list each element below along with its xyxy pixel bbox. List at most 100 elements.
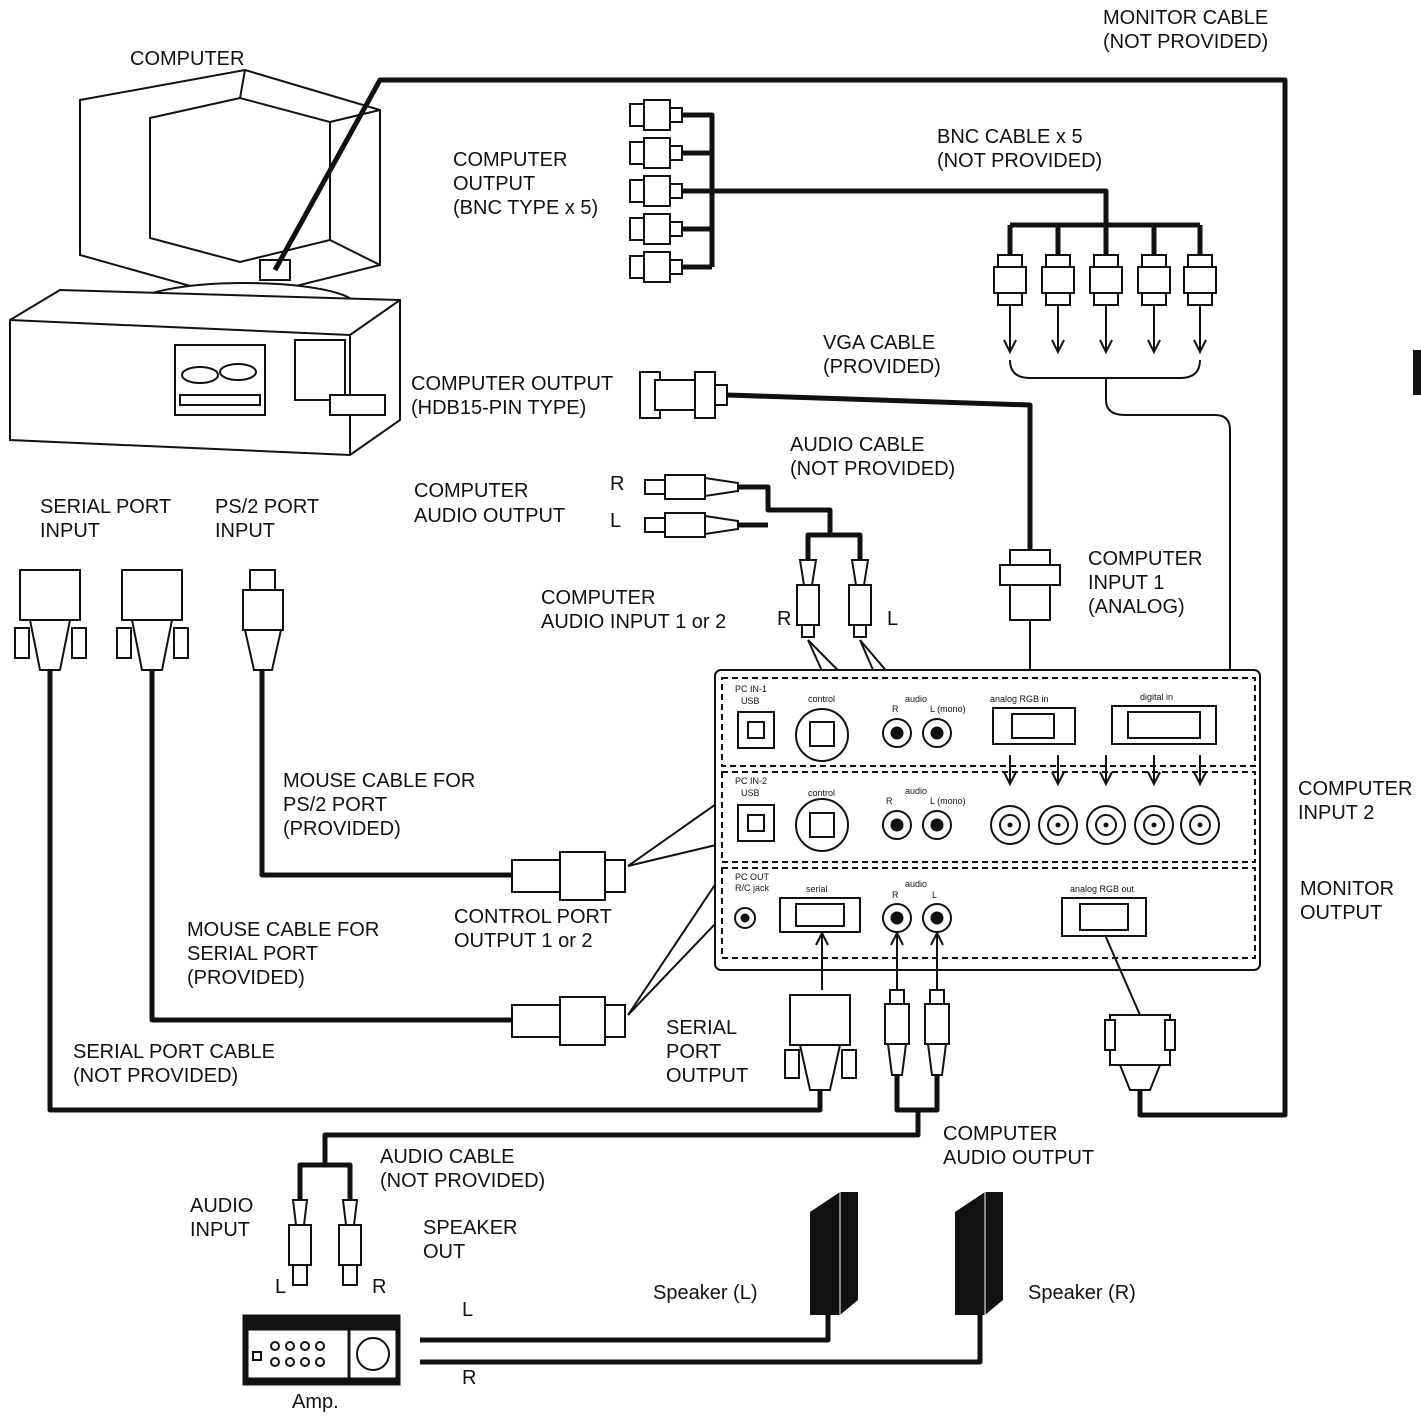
speaker-wire-l bbox=[420, 1305, 831, 1343]
label-mouse-ps2-2: PS/2 PORT bbox=[283, 794, 387, 816]
monitor-cable bbox=[272, 77, 1288, 1118]
label-bnc-cable-note: (NOT PROVIDED) bbox=[937, 150, 1102, 172]
serial-port-input-connector-2 bbox=[116, 569, 189, 671]
serial-port-cable bbox=[47, 670, 823, 1113]
panel-label-l-mono-1: L (mono) bbox=[930, 704, 966, 714]
bnc-output-connectors bbox=[629, 99, 683, 283]
label-l-amp: L bbox=[275, 1276, 286, 1298]
label-speaker-out-2: OUT bbox=[423, 1241, 465, 1263]
label-computer-audio-output-b-2: AUDIO OUTPUT bbox=[943, 1147, 1094, 1169]
label-audio-input: AUDIO bbox=[190, 1195, 253, 1217]
label-l-top: L bbox=[610, 510, 621, 532]
panel-label-usb-2: USB bbox=[741, 788, 760, 798]
bnc-cable bbox=[682, 112, 1203, 270]
label-computer-audio-input: COMPUTER bbox=[541, 587, 655, 609]
label-computer-output-bnc-2: OUTPUT bbox=[453, 173, 535, 195]
panel-label-r-1: R bbox=[892, 704, 899, 714]
label-computer-audio-output-2: AUDIO OUTPUT bbox=[414, 505, 565, 527]
edge-mark bbox=[1413, 350, 1421, 395]
label-serial-port-output: SERIAL bbox=[666, 1017, 737, 1039]
label-l-mid: L bbox=[887, 608, 898, 630]
amp-input-rca-plugs bbox=[288, 1199, 362, 1286]
label-computer-output-bnc: COMPUTER bbox=[453, 149, 567, 171]
panel-label-pc-in-1: PC IN-1 bbox=[735, 684, 767, 694]
mouse-ps2-connector bbox=[511, 851, 626, 901]
computer-illustration bbox=[9, 68, 401, 457]
label-audio-cable-top-note: (NOT PROVIDED) bbox=[790, 458, 955, 480]
label-monitor-output: MONITOR bbox=[1300, 878, 1394, 900]
label-mouse-serial-2: SERIAL PORT bbox=[187, 943, 318, 965]
label-computer-input1: COMPUTER bbox=[1088, 548, 1202, 570]
panel-label-analog-rgb-in: analog RGB in bbox=[990, 694, 1049, 704]
label-speaker-r: Speaker (R) bbox=[1028, 1282, 1136, 1304]
label-computer-audio-output: COMPUTER bbox=[414, 480, 528, 502]
serial-output-connector bbox=[784, 994, 857, 1091]
label-vga-cable-note: (PROVIDED) bbox=[823, 356, 941, 378]
label-r-mid: R bbox=[777, 608, 791, 630]
label-serial-port-input: SERIAL PORT bbox=[40, 496, 171, 518]
label-audio-input-2: INPUT bbox=[190, 1219, 250, 1241]
label-computer-output-hdb: COMPUTER OUTPUT bbox=[411, 373, 613, 395]
mouse-cable-ps2 bbox=[259, 670, 515, 878]
vga-cable bbox=[726, 392, 1033, 550]
label-monitor-cable-note: (NOT PROVIDED) bbox=[1103, 31, 1268, 53]
label-bnc-cable: BNC CABLE x 5 bbox=[937, 126, 1083, 148]
label-speaker-out: SPEAKER bbox=[423, 1217, 517, 1239]
label-serial-port-output-3: OUTPUT bbox=[666, 1065, 748, 1087]
monitor-output-connector bbox=[1104, 1014, 1176, 1091]
label-serial-port-output-2: PORT bbox=[666, 1041, 721, 1063]
mouse-serial-connector bbox=[511, 996, 626, 1046]
panel-label-serial: serial bbox=[806, 884, 828, 894]
bnc-bracket bbox=[1009, 359, 1201, 379]
label-r-top: R bbox=[610, 473, 624, 495]
label-audio-cable-bottom: AUDIO CABLE bbox=[380, 1146, 514, 1168]
serial-port-input-connector bbox=[14, 569, 87, 671]
panel-label-control-2: control bbox=[808, 788, 835, 798]
label-monitor-output-2: OUTPUT bbox=[1300, 902, 1382, 924]
audio-cable-top bbox=[738, 484, 863, 560]
label-r-amp: R bbox=[372, 1276, 386, 1298]
label-control-port-2: OUTPUT 1 or 2 bbox=[454, 930, 593, 952]
label-serial-cable: SERIAL PORT CABLE bbox=[73, 1041, 275, 1063]
panel-label-l-mono-2: L (mono) bbox=[930, 796, 966, 806]
label-speaker-l: Speaker (L) bbox=[653, 1282, 758, 1304]
mouse-cable-serial bbox=[149, 670, 515, 1023]
panel-label-usb-1: USB bbox=[741, 696, 760, 706]
projector-panel: PC IN-1 USB control audio R L (mono) ana… bbox=[714, 669, 1261, 971]
label-audio-cable-bottom-note: (NOT PROVIDED) bbox=[380, 1170, 545, 1192]
label-amp: Amp. bbox=[292, 1391, 339, 1413]
panel-label-audio-2: audio bbox=[905, 786, 927, 796]
hdb15-output-connector bbox=[639, 371, 728, 419]
audio-input-rca-plugs bbox=[796, 559, 872, 638]
label-mouse-serial: MOUSE CABLE FOR bbox=[187, 919, 379, 941]
label-mouse-serial-3: (PROVIDED) bbox=[187, 967, 305, 989]
label-serial-port-input-2: INPUT bbox=[40, 520, 100, 542]
audio-output-rca-plugs bbox=[884, 989, 950, 1076]
speaker-right bbox=[955, 1192, 1003, 1315]
panel-label-l-3: L bbox=[932, 890, 937, 900]
panel-label-r-3: R bbox=[892, 890, 899, 900]
label-vga-cable: VGA CABLE bbox=[823, 332, 935, 354]
label-r-wire: R bbox=[462, 1367, 476, 1389]
label-computer: COMPUTER bbox=[130, 48, 244, 70]
label-l-wire: L bbox=[462, 1299, 473, 1321]
bnc-cable-plugs bbox=[993, 254, 1217, 355]
panel-label-audio-1: audio bbox=[905, 694, 927, 704]
speaker-wire-r bbox=[420, 1305, 983, 1365]
label-monitor-cable: MONITOR CABLE bbox=[1103, 7, 1268, 29]
label-computer-input1-3: (ANALOG) bbox=[1088, 596, 1185, 618]
label-computer-input2-2: INPUT 2 bbox=[1298, 802, 1374, 824]
label-mouse-ps2: MOUSE CABLE FOR bbox=[283, 770, 475, 792]
panel-label-r-2: R bbox=[886, 796, 893, 806]
label-ps2-port-input: PS/2 PORT bbox=[215, 496, 319, 518]
speaker-left bbox=[810, 1192, 858, 1315]
audio-output-rca bbox=[644, 474, 739, 538]
panel-label-rc-jack: R/C jack bbox=[735, 883, 770, 893]
label-computer-output-bnc-3: (BNC TYPE x 5) bbox=[453, 197, 598, 219]
panel-label-control-1: control bbox=[808, 694, 835, 704]
label-computer-input2: COMPUTER bbox=[1298, 778, 1412, 800]
label-audio-cable-top: AUDIO CABLE bbox=[790, 434, 924, 456]
panel-label-audio-3: audio bbox=[905, 879, 927, 889]
